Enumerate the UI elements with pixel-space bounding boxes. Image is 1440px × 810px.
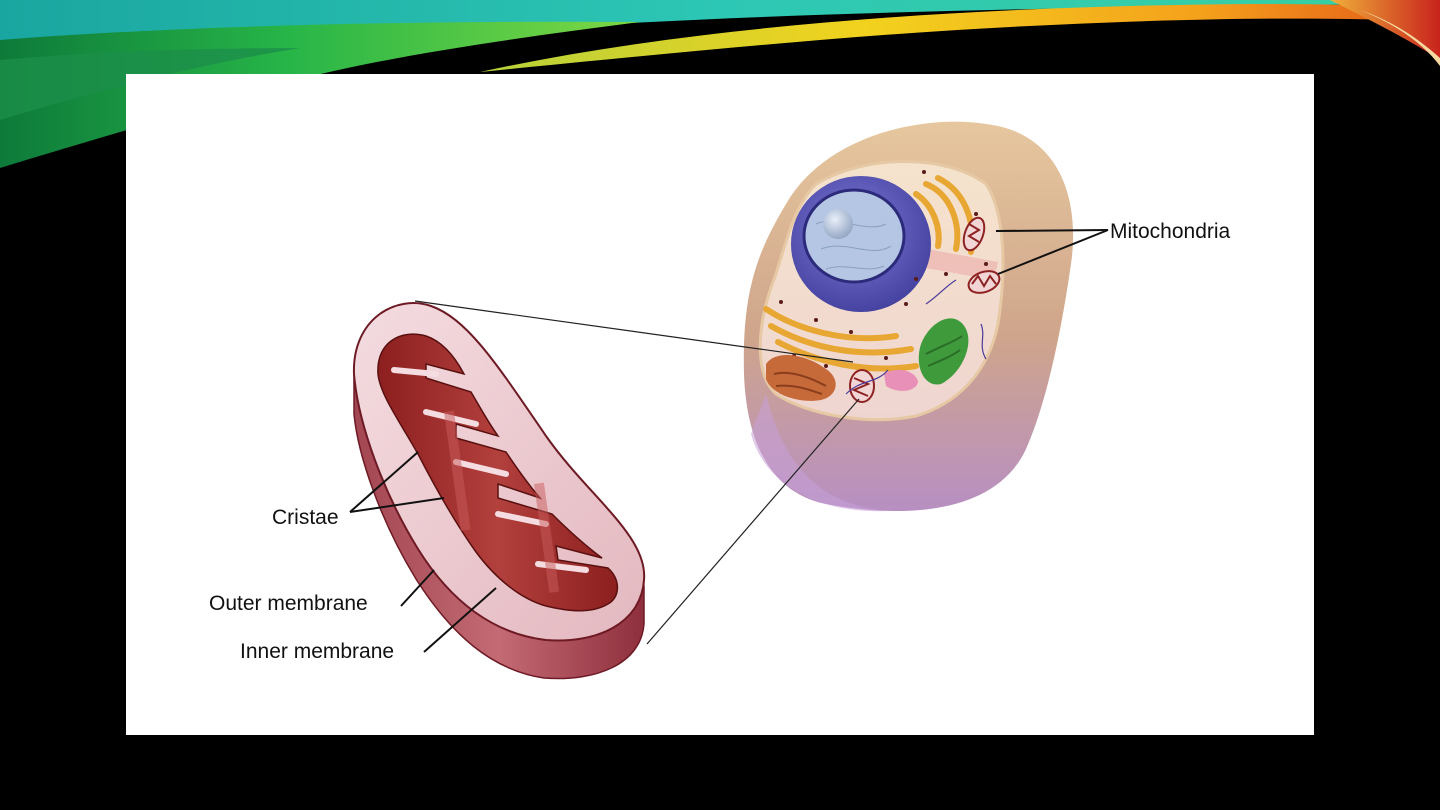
- cell-mitochondrion-diagram: [349, 121, 1109, 680]
- leader-lines: [349, 229, 1109, 653]
- mitochondrion-cross-section: [352, 302, 646, 680]
- label-inner-membrane: Inner membrane: [240, 640, 395, 663]
- diagram-panel: Mitochondria Cristae Outer membrane Inne…: [126, 74, 1314, 735]
- nucleolus: [823, 209, 853, 239]
- animal-cell: [743, 121, 1074, 512]
- cell-mitochondrion: [962, 216, 986, 252]
- label-mitochondria: Mitochondria: [1110, 220, 1231, 243]
- label-outer-membrane: Outer membrane: [209, 592, 368, 615]
- label-cristae: Cristae: [272, 506, 339, 529]
- decorative-swoosh-banner: [0, 0, 1440, 169]
- zoom-lines: [414, 300, 860, 645]
- cell-mitochondrion: [849, 369, 875, 403]
- cell-mitochondrion: [967, 270, 1001, 294]
- green-organelle: [918, 318, 969, 385]
- golgi-apparatus: [766, 354, 836, 401]
